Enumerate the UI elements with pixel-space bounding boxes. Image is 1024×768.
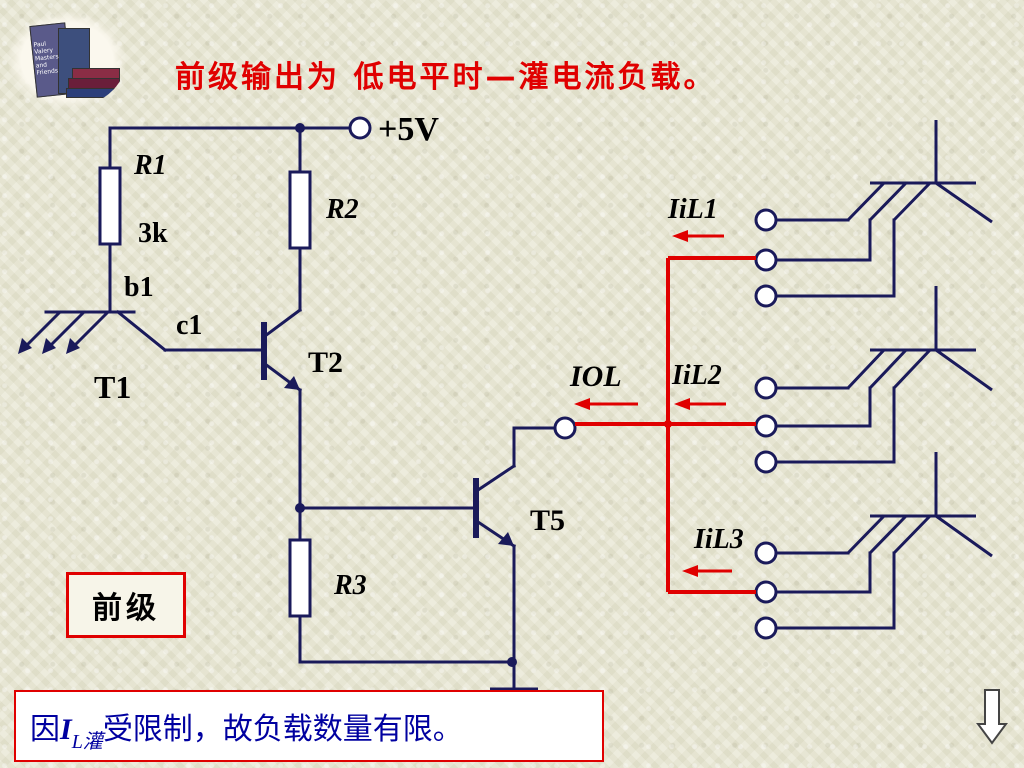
load-gate-3 xyxy=(846,452,993,558)
load-gate-2 xyxy=(846,286,993,392)
t1-emitter-arrowheads xyxy=(18,338,80,354)
c1-label: c1 xyxy=(176,310,202,341)
slide-title: 前级输出为 低电平时—灌电流负载。 xyxy=(175,60,717,95)
t2-label: T2 xyxy=(308,346,343,379)
down-arrow-icon[interactable] xyxy=(976,688,1008,746)
t2-emitter-arrow xyxy=(284,376,300,390)
junction-output-bus xyxy=(664,420,672,428)
book-logo: Paul Valery Masters and Friends xyxy=(8,12,126,108)
t1-collector-lead xyxy=(115,309,168,353)
resistor-r2 xyxy=(288,170,312,250)
load-gate-1 xyxy=(846,120,993,224)
note-prefix: 因 xyxy=(30,712,60,747)
note-subscript: L灌 xyxy=(71,731,103,753)
supply-label: +5V xyxy=(378,111,439,148)
t1-label: T1 xyxy=(94,369,131,405)
iil2-label: IiL2 xyxy=(671,360,722,391)
resistor-r1 xyxy=(98,166,122,246)
load-input-terminals xyxy=(754,208,778,640)
t1-emitters xyxy=(20,310,110,352)
front-stage-box: 前级 xyxy=(66,572,186,638)
resistor-r3 xyxy=(288,538,312,618)
r1-value: 3k xyxy=(138,218,168,249)
junction-t2-emitter xyxy=(295,503,305,513)
arrow-iil1-head xyxy=(672,230,688,242)
note-symbol: I xyxy=(60,713,72,746)
r3-label: R3 xyxy=(333,570,367,601)
arrow-iil2-head xyxy=(674,398,690,410)
t2-collector xyxy=(262,307,303,339)
book-stack-3 xyxy=(66,88,120,98)
t5-collector xyxy=(475,463,517,493)
arrow-iil3-head xyxy=(682,565,698,577)
r2-label: R2 xyxy=(325,194,359,225)
t5-emitter-arrow xyxy=(498,532,514,546)
conclusion-note: 因IL灌受限制，故负载数量有限。 xyxy=(14,690,604,762)
note-text: 因IL灌受限制，故负载数量有限。 xyxy=(30,704,463,753)
arrow-iol-head xyxy=(574,398,590,410)
t5-label: T5 xyxy=(530,504,565,537)
output-terminal xyxy=(553,416,577,440)
r1-label: R1 xyxy=(133,150,167,181)
note-suffix: 受限制，故负载数量有限。 xyxy=(102,712,463,747)
iil1-label: IiL1 xyxy=(667,194,718,225)
iol-label: IOL xyxy=(569,360,622,393)
current-arrows xyxy=(574,230,732,577)
junction-ground xyxy=(507,657,517,667)
iil3-label: IiL3 xyxy=(693,524,744,555)
front-stage-label: 前级 xyxy=(92,591,160,626)
junction-supply xyxy=(295,123,305,133)
supply-terminal xyxy=(348,116,372,140)
b1-label: b1 xyxy=(124,272,154,303)
